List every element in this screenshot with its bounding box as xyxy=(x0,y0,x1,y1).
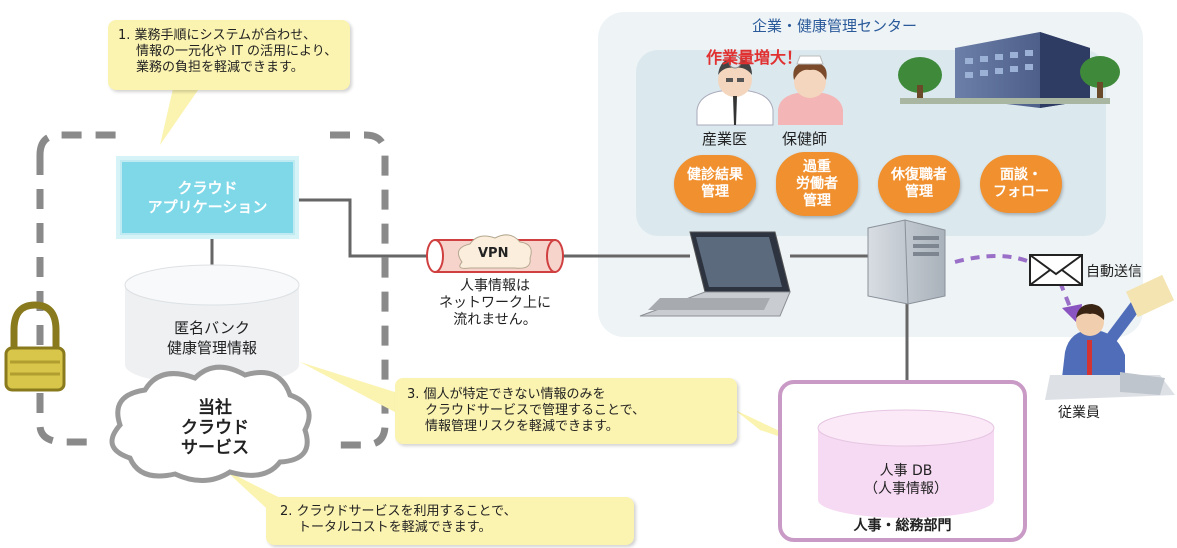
lock-icon xyxy=(4,301,66,392)
auto-send-label: 自動送信 xyxy=(1086,264,1142,280)
cloud-application-box: クラウド アプリケーション xyxy=(120,160,295,235)
callout-3: 3. 個人が特定できない情報のみを クラウドサービスで管理することで、 情報管理… xyxy=(395,378,737,444)
employee-icon xyxy=(1045,274,1175,400)
app-vpn-connector xyxy=(295,198,435,258)
server-icon xyxy=(867,219,946,305)
hr-db-label: 人事 DB （人事情報） xyxy=(864,463,948,497)
company-cloud-label: 当社 クラウド サービス xyxy=(181,398,249,458)
hr-db-top xyxy=(817,409,995,447)
envelope-icon xyxy=(1029,254,1083,286)
vpn-note: 人事情報は ネットワーク上に 流れません。 xyxy=(439,278,551,328)
task-pill-interview: 面談・フォロー xyxy=(980,155,1062,213)
system-boundary-right xyxy=(330,131,389,449)
callout3-pointer-left xyxy=(300,362,420,420)
workload-increase-label: 作業量増大！ xyxy=(706,48,803,67)
vpn-tunnel xyxy=(426,234,564,273)
anon-db-label: 匿名バンク 健康管理情報 xyxy=(166,319,257,357)
nurse-label: 保健師 xyxy=(782,130,828,148)
building-icon xyxy=(898,32,1120,108)
task-pill-leave: 休復職者管理 xyxy=(878,155,960,213)
laptop-icon xyxy=(639,231,791,317)
callout1-pointer xyxy=(160,80,205,145)
hr-db-body xyxy=(818,428,994,518)
doctor-icon xyxy=(696,55,774,126)
task-pill-checkup: 健診結果管理 xyxy=(674,155,756,213)
task-pill-overwork: 過重労働者管理 xyxy=(776,152,858,216)
anon-db-body xyxy=(125,285,299,385)
nurse-icon xyxy=(778,55,843,125)
callout-1: 1. 業務手順にシステムが合わせ、 情報の一元化や IT の活用により、 業務の… xyxy=(108,20,350,90)
system-boundary-left xyxy=(36,155,100,446)
health-center-title: 企業・健康管理センター xyxy=(752,17,918,35)
employee-label: 従業員 xyxy=(1058,405,1100,421)
auto-send-arrow-top xyxy=(954,254,1031,264)
anon-db-top xyxy=(124,264,300,306)
company-cloud-shape xyxy=(109,364,312,483)
hr-department-label: 人事・総務部門 xyxy=(853,518,952,534)
doctor-label: 産業医 xyxy=(702,130,748,148)
callout-2: 2. クラウドサービスを利用することで、 トータルコストを軽減できます。 xyxy=(266,497,634,545)
vpn-label: VPN xyxy=(478,246,509,261)
system-boundary-top-left xyxy=(36,131,120,156)
auto-send-arrow-down xyxy=(1058,281,1074,313)
